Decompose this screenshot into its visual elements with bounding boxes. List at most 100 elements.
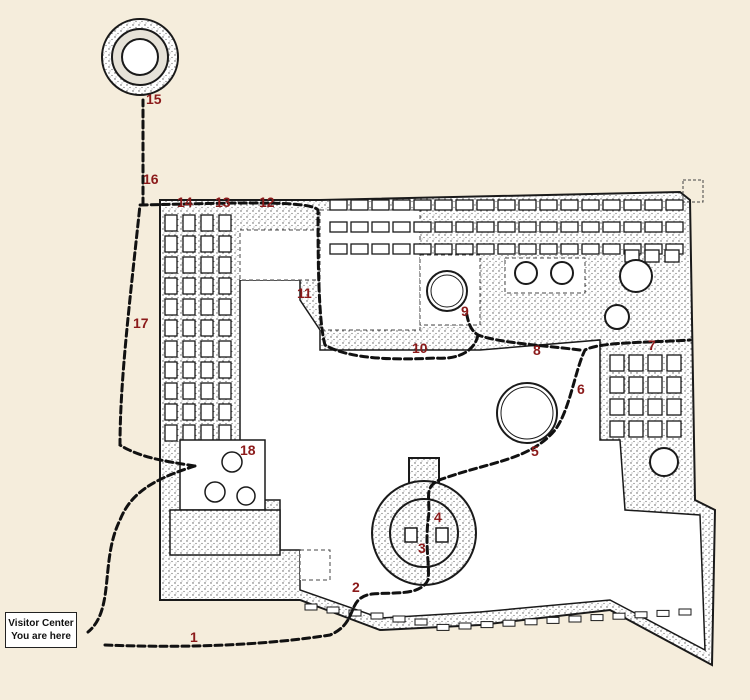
stop-13-label: 13 [215, 194, 231, 210]
room-cell [218, 256, 232, 274]
stop-1-label: 1 [190, 629, 198, 645]
room-cell [455, 221, 474, 233]
room-cell [218, 340, 232, 358]
west-room-block [164, 214, 232, 442]
room-cell [218, 214, 232, 232]
stop-11-label: 11 [297, 285, 312, 301]
room-cell [644, 221, 663, 233]
stop-3-label: 3 [418, 540, 426, 556]
room-cell [628, 354, 644, 372]
room-cell [518, 243, 537, 255]
stop-9-label: 9 [461, 303, 469, 319]
wall-room-cell [414, 618, 428, 626]
wall-room-cell [480, 621, 494, 629]
kiva-small-18c [236, 486, 256, 506]
kiva-north [426, 270, 468, 312]
room-cell [497, 199, 516, 211]
room-cell [602, 221, 621, 233]
wall-room-cell [326, 606, 340, 614]
room-cell [560, 199, 579, 211]
wall-room-cell [634, 611, 648, 619]
room-cell [539, 199, 558, 211]
stop-12-label: 12 [259, 194, 275, 210]
room-cell [164, 235, 178, 253]
visitor-center-title: Visitor Center [8, 618, 74, 629]
room-cell [371, 199, 390, 211]
room-cell [539, 221, 558, 233]
kiva-southeast [649, 447, 679, 477]
room-cell [628, 398, 644, 416]
great-kiva-inner [389, 498, 459, 568]
room-cell [623, 221, 642, 233]
trail-segment-exit [86, 464, 197, 634]
stop-17-label: 17 [133, 315, 149, 331]
stop-15-label: 15 [146, 91, 162, 107]
stop-6-label: 6 [577, 381, 585, 397]
kiva-small-18b [204, 481, 226, 503]
room-cell [371, 221, 390, 233]
wall-room-cell [436, 623, 450, 631]
room-cell [200, 256, 214, 274]
room-cell [539, 243, 558, 255]
room-cell [434, 243, 453, 255]
room-cell [218, 235, 232, 253]
room-cell [164, 214, 178, 232]
room-cell [200, 298, 214, 316]
room-cell [476, 221, 495, 233]
room-cell [182, 214, 196, 232]
room-cell [581, 243, 600, 255]
kiva-plaza-large [496, 382, 558, 444]
room-cell [455, 199, 474, 211]
room-cell [413, 243, 432, 255]
stop-4-label: 4 [434, 509, 442, 525]
south-room-wall [304, 603, 692, 631]
room-cell [200, 235, 214, 253]
wall-room-cell [590, 614, 604, 622]
room-cell [518, 221, 537, 233]
room-cell [350, 221, 369, 233]
wall-room-cell [304, 603, 318, 611]
room-cell [164, 298, 178, 316]
room-cell [182, 235, 196, 253]
room-cell [392, 243, 411, 255]
room-cell [200, 340, 214, 358]
room-cell [609, 420, 625, 438]
room-cell [200, 424, 214, 442]
kiva-pair-b [550, 261, 574, 285]
room-cell [609, 376, 625, 394]
room-cell [182, 277, 196, 295]
room-cell [218, 277, 232, 295]
kiva-east [604, 304, 630, 330]
room-cell [329, 243, 348, 255]
room-cell [164, 277, 178, 295]
room-cell [392, 221, 411, 233]
room-cell [665, 199, 684, 211]
room-cell [182, 361, 196, 379]
great-kiva-floor-box-a [404, 527, 418, 543]
wall-room-cell [524, 618, 538, 626]
room-cell [164, 424, 178, 442]
room-cell [200, 277, 214, 295]
room-cell [497, 243, 516, 255]
room-cell [164, 403, 178, 421]
room-cell [350, 243, 369, 255]
stop-18-label: 18 [240, 442, 256, 458]
kiva-north-inner [430, 274, 464, 308]
kiva-northeast [619, 259, 653, 293]
trail [86, 98, 692, 648]
room-cell [560, 221, 579, 233]
room-cell [218, 382, 232, 400]
room-cell [413, 221, 432, 233]
great-kiva-floor-box-b [435, 527, 449, 543]
wall-room-cell [502, 619, 516, 627]
trail-segment-north [118, 98, 582, 468]
room-cell [200, 382, 214, 400]
wall-room-cell [612, 612, 626, 620]
room-cell [666, 420, 682, 438]
room-cell [581, 199, 600, 211]
room-cell [434, 221, 453, 233]
room-cell [218, 403, 232, 421]
trail-segment-entry [103, 338, 692, 648]
room-cell [647, 398, 663, 416]
